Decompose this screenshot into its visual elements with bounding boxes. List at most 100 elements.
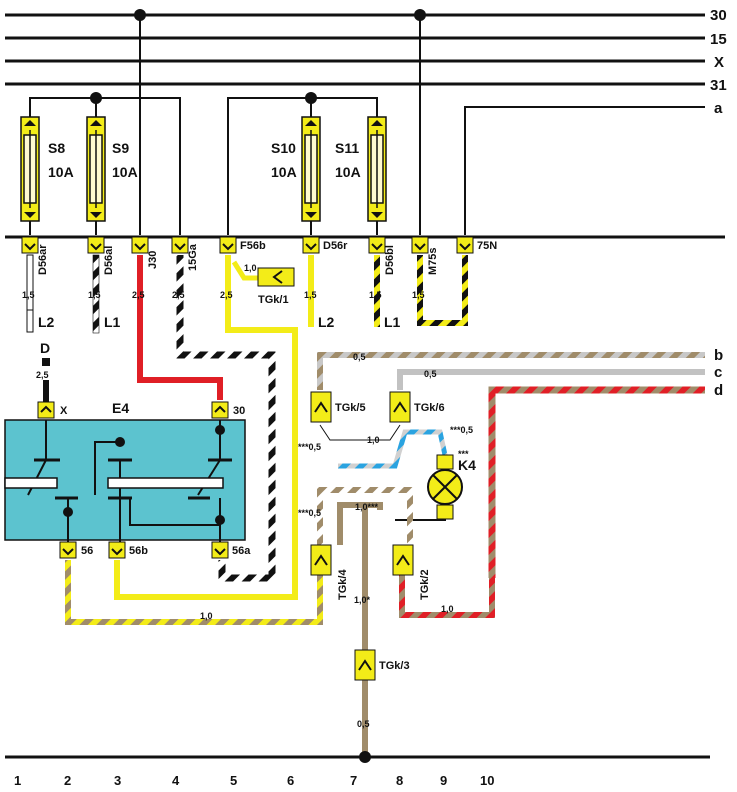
connector-tgk5-label: TGk/5 bbox=[335, 402, 366, 414]
svg-text:1,0: 1,0 bbox=[441, 604, 454, 614]
terminal-m75s: M75s bbox=[411, 236, 439, 275]
svg-text:1,0*: 1,0* bbox=[354, 595, 371, 605]
terminal-75n: 75N bbox=[456, 236, 497, 254]
terminal-d56bl: D56bl bbox=[368, 236, 396, 275]
svg-text:2,5: 2,5 bbox=[36, 370, 49, 380]
column-number: 5 bbox=[230, 773, 237, 788]
lamp-k4: K4 bbox=[427, 454, 476, 520]
rail-30-label: 30 bbox=[710, 7, 727, 24]
svg-text:2,5: 2,5 bbox=[132, 290, 145, 300]
rail-x: X bbox=[5, 54, 724, 71]
connector-tgk1: TGk/1 bbox=[257, 267, 295, 306]
svg-text:***0,5: ***0,5 bbox=[298, 508, 321, 518]
wire-c bbox=[397, 369, 705, 390]
pin-x-label: X bbox=[60, 405, 68, 417]
connector-tgk4-label: TGk/4 bbox=[337, 569, 349, 600]
pin-56a: 56a bbox=[211, 541, 251, 559]
fuse-s9-name: S9 bbox=[112, 140, 129, 156]
terminal-d56bl-label: D56bl bbox=[384, 245, 396, 275]
column-number: 1 bbox=[14, 773, 21, 788]
svg-text:1,0***: 1,0*** bbox=[355, 502, 379, 512]
column-number: 9 bbox=[440, 773, 447, 788]
svg-text:1,5: 1,5 bbox=[304, 290, 317, 300]
wire-b bbox=[317, 352, 705, 390]
svg-text:1,5: 1,5 bbox=[412, 290, 425, 300]
rail-15: 15 bbox=[5, 31, 727, 48]
column-number: 8 bbox=[396, 773, 403, 788]
connector-tgk6-label: TGk/6 bbox=[414, 402, 445, 414]
connector-tgk4: TGk/4 bbox=[310, 544, 349, 600]
wire-b-label: b bbox=[714, 347, 723, 364]
terminal-d56ar: D56ar bbox=[21, 236, 49, 275]
rail-30: 30 bbox=[5, 7, 727, 24]
svg-text:2,5: 2,5 bbox=[220, 290, 233, 300]
svg-text:1,5: 1,5 bbox=[369, 290, 382, 300]
load-l1-left: L1 bbox=[104, 314, 121, 330]
terminal-d56al: D56al bbox=[87, 236, 115, 275]
column-number: 4 bbox=[172, 773, 180, 788]
wire-d-label: d bbox=[714, 382, 723, 399]
pin-x: X bbox=[37, 401, 68, 419]
wire-d bbox=[488, 386, 705, 578]
connector-tgk2-label: TGk/2 bbox=[419, 569, 431, 600]
terminal-d56r-label: D56r bbox=[323, 240, 348, 252]
fuse-s9: S9 10A bbox=[86, 116, 138, 235]
pin-56b: 56b bbox=[108, 541, 148, 559]
column-number: 2 bbox=[64, 773, 71, 788]
connector-tgk3: TGk/3 bbox=[354, 649, 410, 681]
svg-text:***: *** bbox=[458, 449, 469, 459]
fuse-s11: S11 10A bbox=[335, 116, 387, 235]
svg-text:1,0: 1,0 bbox=[200, 611, 213, 621]
terminal-f56b-label: F56b bbox=[240, 240, 266, 252]
wire-c-label: c bbox=[714, 364, 722, 381]
rail-15-label: 15 bbox=[710, 31, 727, 48]
svg-text:1,5: 1,5 bbox=[22, 290, 35, 300]
column-number: 3 bbox=[114, 773, 121, 788]
load-l2-right: L2 bbox=[318, 314, 335, 330]
switch-e4: E4 bbox=[4, 400, 246, 545]
terminal-15ga-label: 15Ga bbox=[187, 243, 199, 271]
load-l2-left: L2 bbox=[38, 314, 55, 330]
fuse-s10-name: S10 bbox=[271, 140, 296, 156]
svg-text:0,5: 0,5 bbox=[424, 369, 437, 379]
svg-text:***0,5: ***0,5 bbox=[298, 442, 321, 452]
rail-31-label: 31 bbox=[710, 77, 727, 94]
pin-30-label: 30 bbox=[233, 405, 245, 417]
fuse-s11-name: S11 bbox=[335, 140, 359, 156]
terminal-d56ar-label: D56ar bbox=[37, 244, 49, 275]
terminal-d-label: D bbox=[40, 340, 50, 356]
terminal-d: D 2,5 bbox=[36, 340, 50, 402]
rail-31: 31 bbox=[5, 77, 727, 94]
column-number: 6 bbox=[287, 773, 294, 788]
terminal-d56al-label: D56al bbox=[103, 246, 115, 275]
connector-tgk2: TGk/2 bbox=[392, 544, 431, 600]
pin-56-label: 56 bbox=[81, 545, 93, 557]
svg-text:0,5: 0,5 bbox=[357, 719, 370, 729]
fuse-s10: S10 10A bbox=[271, 116, 321, 235]
svg-text:2,5: 2,5 bbox=[172, 290, 185, 300]
column-number: 10 bbox=[480, 773, 494, 788]
terminal-d56r: D56r bbox=[302, 236, 348, 254]
rail-a-label: a bbox=[714, 100, 723, 117]
terminal-m75s-label: M75s bbox=[427, 247, 439, 275]
pin-30: 30 bbox=[211, 401, 245, 419]
pin-56b-label: 56b bbox=[129, 545, 148, 557]
svg-text:***0,5: ***0,5 bbox=[450, 425, 473, 435]
svg-text:1,0: 1,0 bbox=[367, 435, 380, 445]
connector-tgk3-label: TGk/3 bbox=[379, 660, 410, 672]
switch-e4-label: E4 bbox=[112, 400, 129, 416]
connector-tgk1-label: TGk/1 bbox=[258, 294, 289, 306]
column-numbers: 1 2 3 4 5 6 7 8 9 10 bbox=[14, 773, 494, 788]
fuse-s8-rating: 10A bbox=[48, 164, 74, 180]
pin-56a-label: 56a bbox=[232, 545, 251, 557]
terminal-75n-label: 75N bbox=[477, 240, 497, 252]
fuse-s8-name: S8 bbox=[48, 140, 65, 156]
fuse-s11-rating: 10A bbox=[335, 164, 361, 180]
column-number: 7 bbox=[350, 773, 357, 788]
junction-dot bbox=[359, 751, 371, 763]
lamp-k4-label: K4 bbox=[458, 457, 476, 473]
connector-tgk6: TGk/6 bbox=[389, 391, 445, 423]
rail-a: a bbox=[464, 100, 723, 235]
fuse-s8: S8 10A bbox=[20, 116, 74, 235]
pin-56: 56 bbox=[59, 541, 93, 559]
